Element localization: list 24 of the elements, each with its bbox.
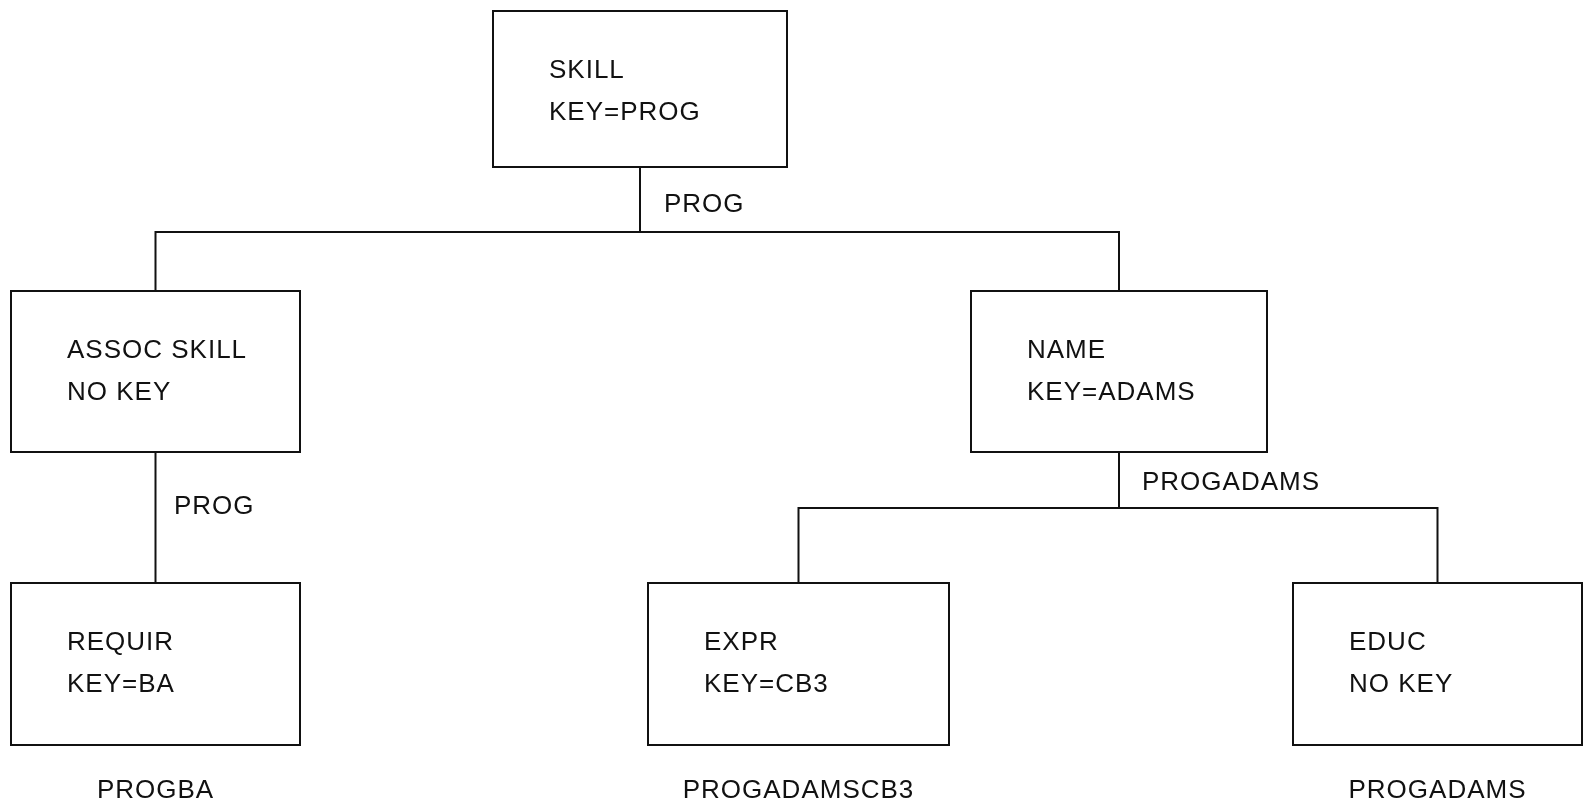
segment-name: ASSOC SKILL: [67, 334, 248, 364]
connector-line: [1118, 452, 1439, 583]
connector-line: [639, 167, 1120, 291]
segment-key: NO KEY: [67, 376, 172, 406]
segment-key: KEY=ADAMS: [1027, 376, 1196, 406]
segment-name: EDUC: [1349, 626, 1427, 656]
segment-key: KEY=CB3: [704, 668, 829, 698]
segment-name: NAME: [1027, 334, 1107, 364]
segment-key: KEY=PROG: [549, 96, 701, 126]
segment-key: KEY=BA: [67, 668, 175, 698]
connector-line: [154, 452, 157, 583]
record-box: [1292, 582, 1583, 746]
record-box: [647, 582, 950, 746]
record-box: [970, 290, 1268, 453]
concatenated-key: PROGADAMS: [1348, 774, 1527, 804]
concatenated-key: PROGBA: [96, 774, 215, 804]
record-box: [10, 290, 301, 453]
record-box: [492, 10, 788, 168]
concatenated-key: PROGADAMSCB3: [682, 774, 915, 804]
record-box: [10, 582, 301, 746]
segment-name: SKILL: [549, 54, 625, 84]
segment-key: NO KEY: [1349, 668, 1454, 698]
segment-name: EXPR: [704, 626, 779, 656]
segment-name: REQUIR: [67, 626, 175, 656]
